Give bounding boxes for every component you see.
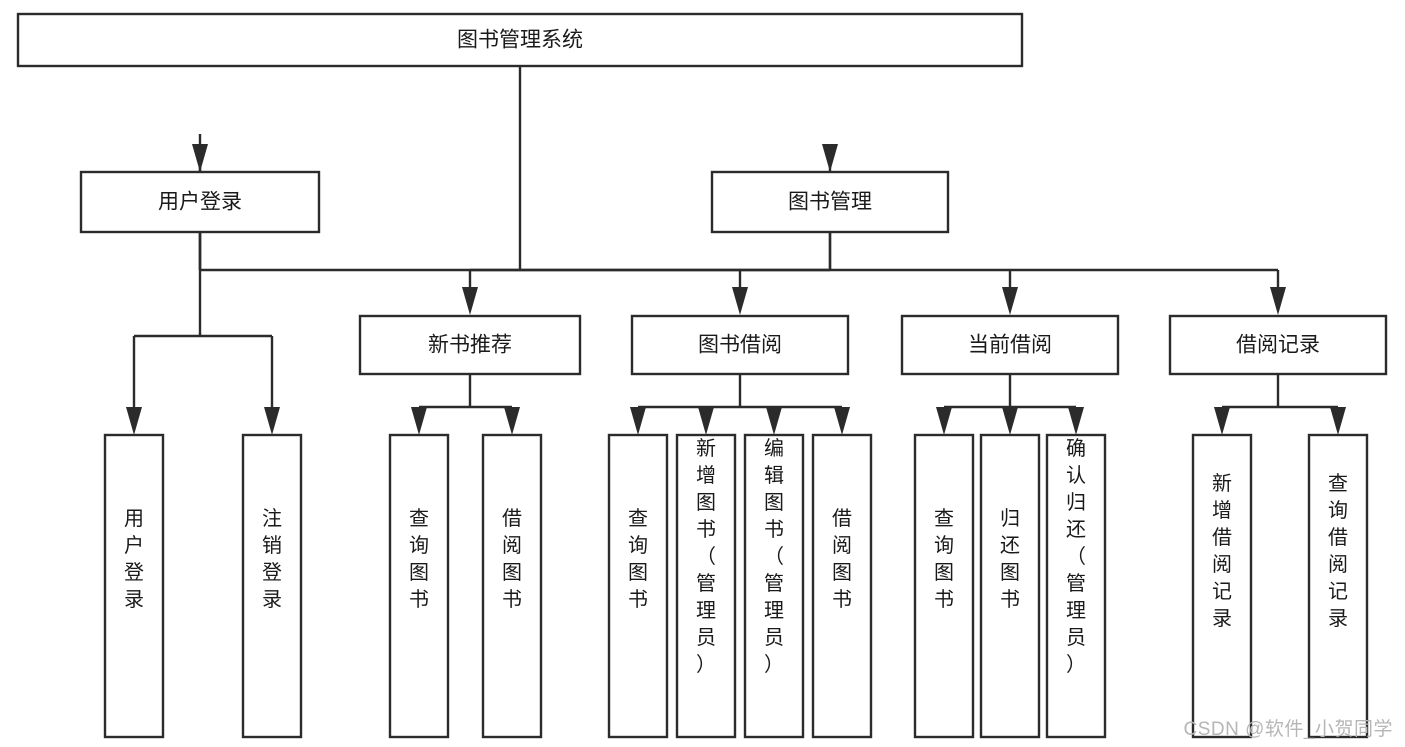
node-leaf-newbook-borrow[interactable]: 借阅图书 bbox=[481, 433, 543, 739]
node-leaf-newbook-borrow-label: 借阅图书 bbox=[502, 507, 522, 611]
node-leaf-current-confirm-label: 确认归还（管理员） bbox=[1066, 437, 1086, 676]
node-leaf-borrow-edit[interactable]: 编辑图书（管理员） bbox=[743, 433, 805, 739]
node-leaf-current-return-box[interactable] bbox=[979, 433, 1041, 739]
arrow-to-leaf-logout bbox=[264, 407, 280, 435]
node-book-borrow[interactable]: 图书借阅 bbox=[630, 314, 850, 376]
node-leaf-newbook-borrow-box[interactable] bbox=[481, 433, 543, 739]
arrow-current-leaf-2 bbox=[1002, 407, 1018, 435]
node-root-label: 图书管理系统 bbox=[457, 29, 583, 52]
node-leaf-current-query-label: 查询图书 bbox=[934, 507, 954, 611]
node-current-borrow[interactable]: 当前借阅 bbox=[900, 314, 1120, 376]
arrow-current-leaf-1 bbox=[936, 407, 952, 435]
node-leaf-current-return[interactable]: 归还图书 bbox=[979, 433, 1041, 739]
node-leaf-current-query-box[interactable] bbox=[913, 433, 975, 739]
node-leaf-borrow-edit-box[interactable] bbox=[743, 433, 805, 739]
node-leaf-borrow-add[interactable]: 新增图书（管理员） bbox=[675, 433, 737, 739]
node-leaf-logout[interactable]: 注销登录 bbox=[241, 433, 303, 739]
node-current-borrow-label: 当前借阅 bbox=[968, 334, 1052, 357]
node-leaf-user-login-box[interactable] bbox=[103, 433, 165, 739]
node-root[interactable]: 图书管理系统 bbox=[16, 12, 1024, 68]
connector-group-book-borrow bbox=[630, 375, 850, 435]
node-leaf-current-confirm-box[interactable] bbox=[1045, 433, 1107, 739]
node-leaf-borrow-do[interactable]: 借阅图书 bbox=[811, 433, 873, 739]
node-new-book[interactable]: 新书推荐 bbox=[358, 314, 582, 376]
node-borrow-record-box[interactable] bbox=[1168, 314, 1388, 376]
connector-group-new-book bbox=[411, 375, 520, 435]
arrow-borrow-leaf-3 bbox=[766, 407, 782, 435]
arrow-to-current-borrow bbox=[1002, 287, 1018, 315]
node-book-manage-label: 图书管理 bbox=[788, 191, 872, 214]
node-leaf-current-query[interactable]: 查询图书 bbox=[913, 433, 975, 739]
node-leaf-user-login[interactable]: 用户登录 bbox=[103, 433, 165, 739]
node-new-book-box[interactable] bbox=[358, 314, 582, 376]
node-leaf-borrow-do-label: 借阅图书 bbox=[832, 507, 852, 611]
node-leaf-newbook-query-label: 查询图书 bbox=[409, 507, 429, 611]
connector-group-borrow-record bbox=[1214, 375, 1346, 435]
node-root-box[interactable] bbox=[16, 12, 1024, 68]
node-leaf-borrow-query-box[interactable] bbox=[607, 433, 669, 739]
node-leaf-borrow-query-label: 查询图书 bbox=[628, 507, 648, 611]
connector-group-root bbox=[192, 66, 838, 272]
arrow-current-leaf-3 bbox=[1068, 407, 1084, 435]
node-user-login-label: 用户登录 bbox=[158, 191, 242, 214]
node-leaf-borrow-do-box[interactable] bbox=[811, 433, 873, 739]
node-book-borrow-box[interactable] bbox=[630, 314, 850, 376]
arrow-to-borrow-record bbox=[1270, 287, 1286, 315]
arrow-borrow-leaf-4 bbox=[834, 407, 850, 435]
node-current-borrow-box[interactable] bbox=[900, 314, 1120, 376]
node-book-borrow-label: 图书借阅 bbox=[698, 334, 782, 357]
arrow-to-leaf-user-login bbox=[126, 407, 142, 435]
arrow-record-leaf-2 bbox=[1330, 407, 1346, 435]
arrow-to-book-borrow bbox=[732, 287, 748, 315]
node-leaf-record-query[interactable]: 查询借阅记录 bbox=[1307, 433, 1369, 739]
arrow-borrow-leaf-1 bbox=[630, 407, 646, 435]
node-book-manage[interactable]: 图书管理 bbox=[710, 170, 950, 234]
node-leaf-newbook-query[interactable]: 查询图书 bbox=[388, 433, 450, 739]
node-leaf-logout-label: 注销登录 bbox=[262, 507, 282, 611]
node-leaf-record-add-label: 新增借阅记录 bbox=[1212, 472, 1232, 630]
csdn-watermark: CSDN @软件_小贺同学 bbox=[1183, 719, 1393, 740]
node-leaf-newbook-query-box[interactable] bbox=[388, 433, 450, 739]
connector-group-book-manage bbox=[462, 232, 1286, 315]
node-leaf-borrow-add-label: 新增图书（管理员） bbox=[696, 437, 716, 676]
node-new-book-label: 新书推荐 bbox=[428, 334, 512, 357]
node-leaf-borrow-add-box[interactable] bbox=[675, 433, 737, 739]
node-leaf-borrow-query[interactable]: 查询图书 bbox=[607, 433, 669, 739]
node-book-manage-box[interactable] bbox=[710, 170, 950, 234]
node-leaf-record-query-box[interactable] bbox=[1307, 433, 1369, 739]
connector-group-user-login bbox=[126, 232, 280, 435]
node-leaf-user-login-label: 用户登录 bbox=[124, 508, 144, 611]
node-leaf-current-return-label: 归还图书 bbox=[1000, 507, 1020, 611]
node-leaf-current-confirm[interactable]: 确认归还（管理员） bbox=[1045, 433, 1107, 739]
node-borrow-record[interactable]: 借阅记录 bbox=[1168, 314, 1388, 376]
node-user-login[interactable]: 用户登录 bbox=[79, 170, 321, 234]
arrow-to-book-manage bbox=[822, 144, 838, 172]
node-leaf-borrow-edit-label: 编辑图书（管理员） bbox=[764, 437, 784, 676]
node-borrow-record-label: 借阅记录 bbox=[1236, 334, 1320, 357]
node-leaf-record-add[interactable]: 新增借阅记录 bbox=[1191, 433, 1253, 739]
node-leaf-record-query-label: 查询借阅记录 bbox=[1328, 472, 1348, 630]
connector-group-current-borrow bbox=[936, 375, 1084, 435]
arrow-to-user-login bbox=[192, 144, 208, 172]
arrow-to-new-book bbox=[462, 287, 478, 315]
arrow-newbook-leaf-2 bbox=[504, 407, 520, 435]
arrow-borrow-leaf-2 bbox=[698, 407, 714, 435]
arrow-record-leaf-1 bbox=[1214, 407, 1230, 435]
node-leaf-record-add-box[interactable] bbox=[1191, 433, 1253, 739]
arrow-newbook-leaf-1 bbox=[411, 407, 427, 435]
node-leaf-logout-box[interactable] bbox=[241, 433, 303, 739]
node-user-login-box[interactable] bbox=[79, 170, 321, 234]
